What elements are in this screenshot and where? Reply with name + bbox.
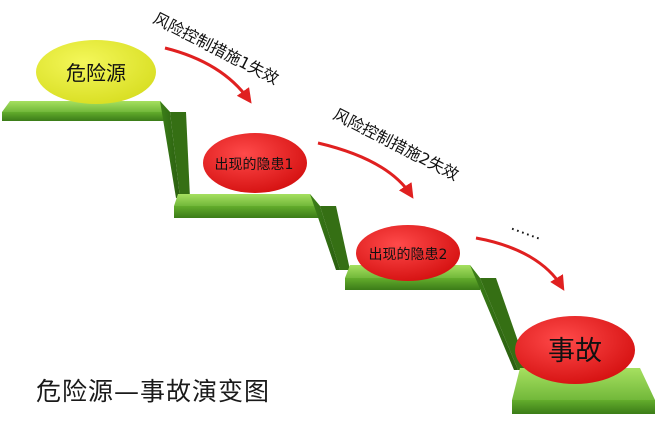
node-hidden-hazard-2: 出现的隐患2: [356, 225, 460, 281]
step-riser-1: [160, 101, 180, 198]
node-hidden-hazard-2-label: 出现的隐患2: [369, 247, 448, 263]
arrow-continuation: [475, 236, 565, 291]
node-accident-label: 事故: [548, 336, 602, 367]
node-hazard-source: 危险源: [36, 40, 156, 104]
step-riser-2: [310, 194, 340, 270]
label-continuation: ……: [509, 215, 546, 244]
step-2: [174, 194, 320, 218]
diagram-caption: 危险源—事故演变图: [36, 377, 271, 406]
node-hidden-hazard-1-label: 出现的隐患1: [215, 157, 294, 173]
node-hazard-source-label: 危险源: [66, 61, 126, 85]
arrow-failure-2: [317, 141, 414, 199]
node-accident: 事故: [515, 316, 635, 384]
arrow-failure-1: [164, 46, 252, 104]
step-riser-3: [470, 265, 518, 370]
node-hidden-hazard-1: 出现的隐患1: [203, 133, 307, 193]
step-1: [2, 101, 170, 121]
label-failure-2: 风险控制措施2失效: [330, 105, 462, 185]
